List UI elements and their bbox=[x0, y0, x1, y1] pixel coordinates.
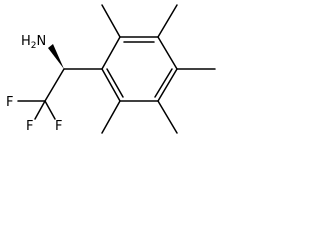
methyl-bond-bottom-left bbox=[101, 100, 121, 134]
methyl-groups bbox=[101, 4, 216, 134]
methyl-bond-top-left bbox=[101, 4, 121, 38]
benzene-ring bbox=[101, 36, 178, 102]
fluorine-label-right: F bbox=[55, 119, 62, 134]
ring-bond-6 bbox=[101, 68, 121, 102]
methyl-bond-top-right bbox=[157, 4, 178, 38]
amine-label: H2N bbox=[21, 34, 46, 51]
ring-bond-1 bbox=[101, 36, 121, 70]
fluorine-label-bottom: F bbox=[26, 119, 33, 134]
chemical-structure-diagram: H2N F F F bbox=[6, 4, 216, 134]
ring-double-bond-right bbox=[154, 68, 173, 98]
ring-bond-4 bbox=[157, 68, 178, 102]
methyl-bond-bottom-right bbox=[157, 100, 178, 134]
ring-double-bond-left bbox=[106, 68, 124, 98]
ring-bond-3 bbox=[157, 36, 178, 70]
chiral-carbon-cf3-bond bbox=[44, 68, 65, 102]
wedge-bond-amine bbox=[48, 44, 64, 69]
cf-bond-down bbox=[34, 100, 46, 120]
cf-bond-right bbox=[44, 100, 56, 120]
fluorine-label-left: F bbox=[6, 95, 13, 110]
trifluoromethyl-group bbox=[17, 100, 56, 120]
